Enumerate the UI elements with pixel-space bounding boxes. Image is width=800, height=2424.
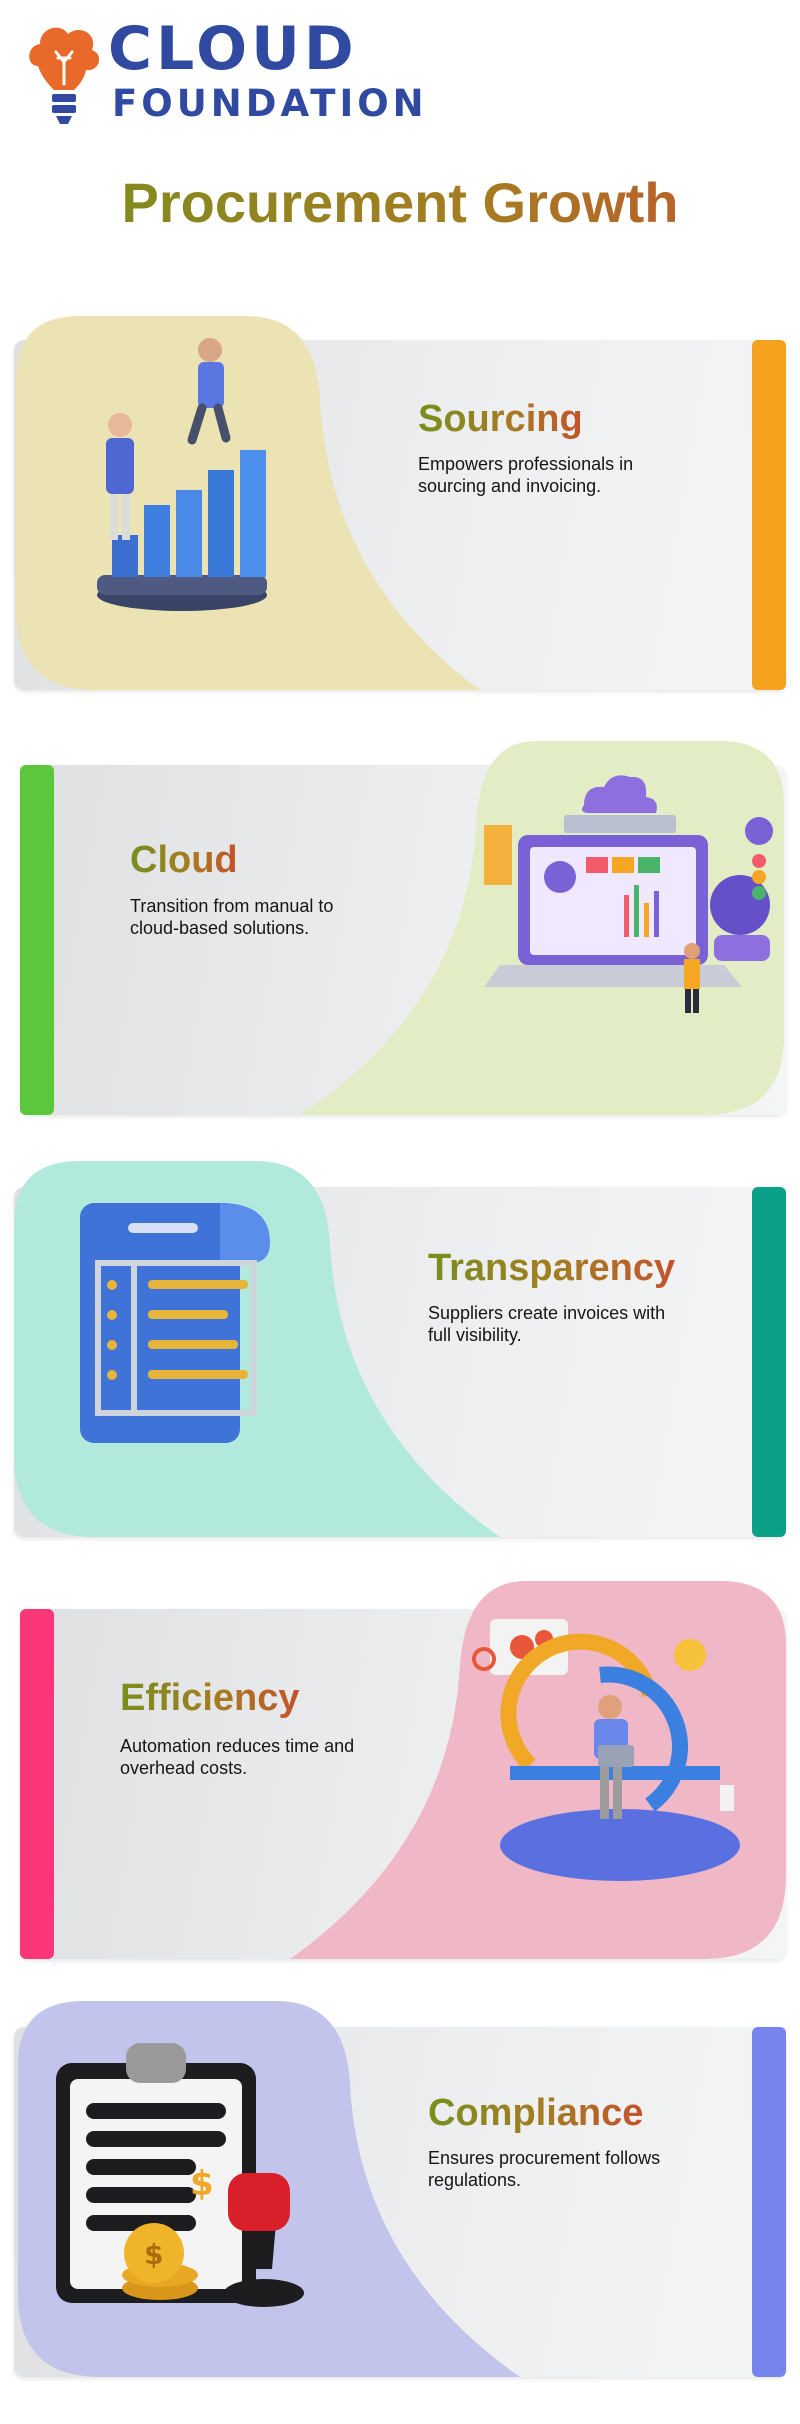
card-description: Ensures procurement follows regulations.	[428, 2148, 661, 2190]
accent-bar	[752, 2027, 786, 2377]
svg-text:$: $	[144, 2238, 163, 2271]
accent-bar	[20, 1609, 54, 1959]
card-title: Cloud	[130, 839, 238, 881]
brand-logo: CLOUD FOUNDATION	[24, 14, 464, 134]
card-description: Automation reduces time and overhead cos…	[120, 1736, 355, 1778]
page-title: Procurement Growth	[0, 170, 800, 235]
people-bar-chart-illustration	[97, 338, 267, 611]
card-title: Compliance	[428, 2092, 644, 2134]
cloud-laptop-dashboard-illustration	[484, 775, 773, 1013]
card-cloud: Cloud Transition from manual to cloud-ba…	[0, 735, 800, 1125]
accent-bar	[752, 340, 786, 690]
accent-bar	[20, 765, 54, 1115]
accent-bar	[752, 1187, 786, 1537]
card-title: Sourcing	[418, 398, 583, 440]
card-description: Suppliers create invoices with full visi…	[428, 1303, 666, 1345]
card-title: Transparency	[428, 1247, 676, 1289]
brand-line-2: FOUNDATION	[112, 82, 428, 125]
card-sourcing: Sourcing Empowers professionals in sourc…	[0, 310, 800, 700]
card-title: Efficiency	[120, 1677, 300, 1719]
lightbulb-cloud-icon	[29, 27, 100, 124]
invoice-scroll-illustration	[80, 1203, 270, 1443]
card-transparency: Transparency Suppliers create invoices w…	[0, 1155, 800, 1545]
automation-cycle-illustration	[472, 1619, 740, 1881]
card-description: Transition from manual to cloud-based so…	[130, 896, 334, 938]
brand-line-1: CLOUD	[108, 14, 358, 84]
clipboard-coins-stamp-illustration: $ $	[56, 2043, 304, 2307]
card-description: Empowers professionals in sourcing and i…	[418, 454, 634, 496]
card-compliance: $ $ Compliance Ensures procurement follo…	[0, 1995, 800, 2385]
card-efficiency: Efficiency Automation reduces time and o…	[0, 1575, 800, 1965]
svg-text:$: $	[190, 2164, 214, 2204]
